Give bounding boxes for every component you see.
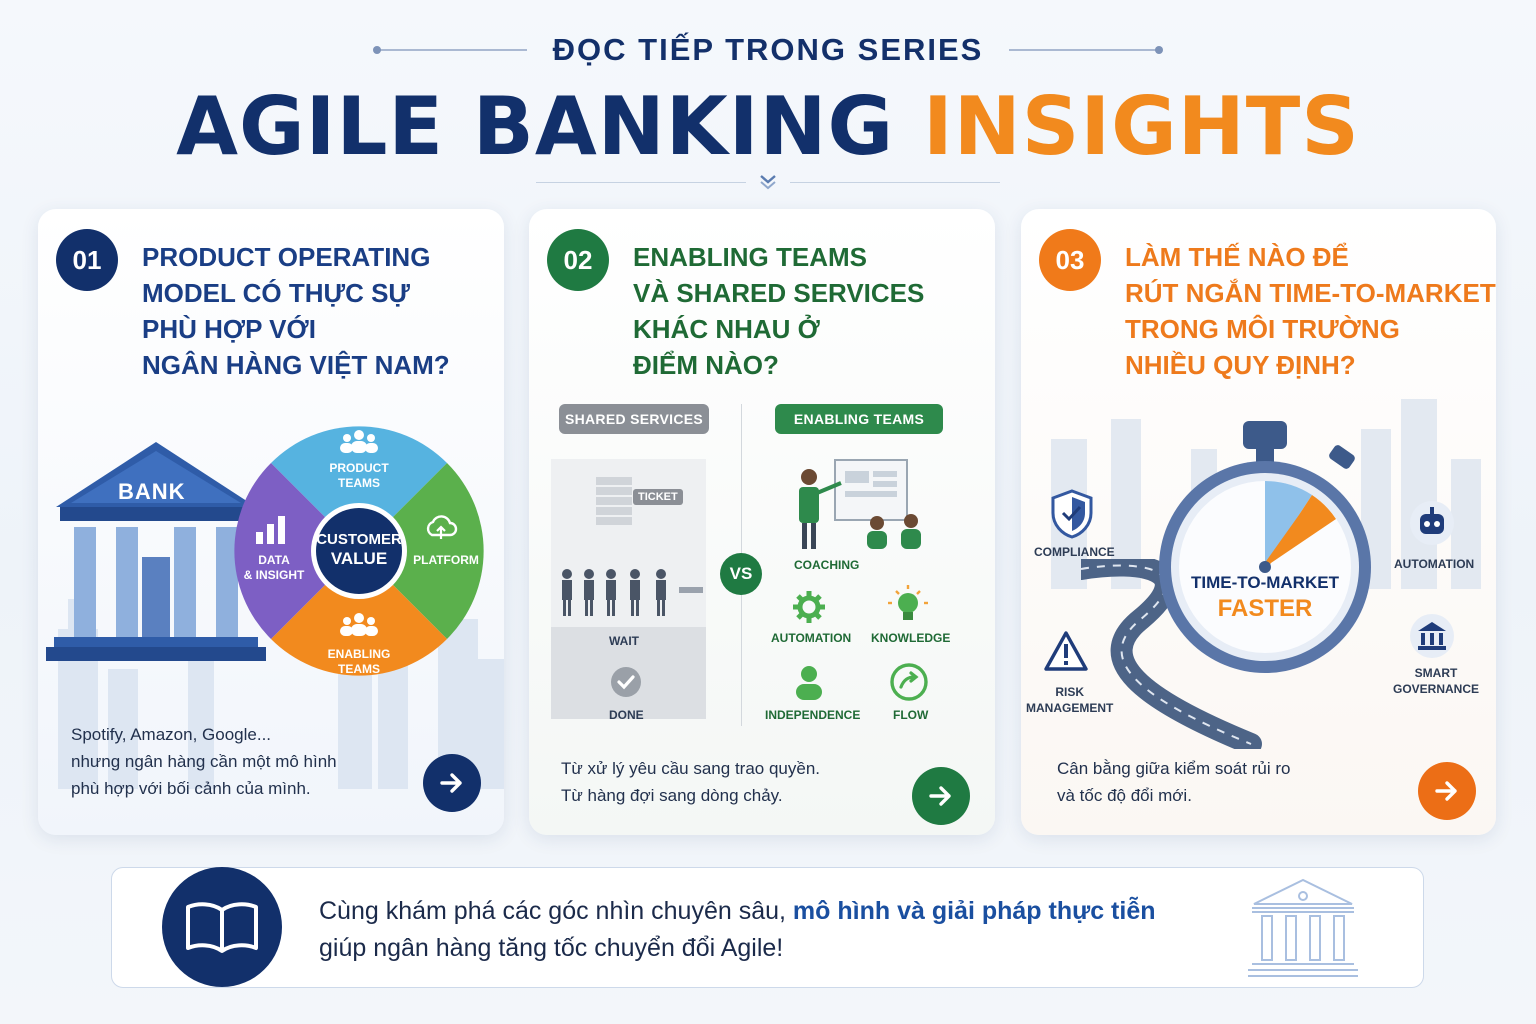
card-number-badge: 01 — [56, 229, 118, 291]
coaching-illustration — [799, 459, 921, 549]
kicker-divider-left — [372, 46, 527, 54]
enabling-teams-icon — [340, 613, 378, 636]
title-part-insights: INSIGHTS — [923, 80, 1360, 173]
page-title: AGILE BANKING INSIGHTS — [0, 80, 1536, 173]
enabling-teams-pill: ENABLING TEAMS — [775, 404, 943, 434]
card-enabling-vs-shared[interactable]: 02 ENABLING TEAMS VÀ SHARED SERVICES KHÁ… — [529, 209, 995, 835]
flow-label: FLOW — [893, 708, 929, 722]
card-title[interactable]: ENABLING TEAMS VÀ SHARED SERVICES KHÁC N… — [633, 242, 925, 380]
customer-value-center: CUSTOMER VALUE — [316, 531, 402, 568]
card-description: Từ xử lý yêu cầu sang trao quyền. Từ hàn… — [561, 759, 821, 805]
independence-label: INDEPENDENCE — [765, 708, 861, 722]
arrow-right-icon — [440, 773, 462, 793]
arrow-right-icon — [1435, 781, 1457, 801]
done-label: DONE — [609, 708, 644, 722]
risk-management-label: RISK MANAGEMENT — [1026, 685, 1114, 715]
segment-platform: PLATFORM — [413, 553, 479, 567]
automation-label: AUTOMATION — [1394, 557, 1475, 571]
coaching-label: COACHING — [794, 558, 860, 572]
banner-highlight: mô hình và giải pháp thực tiễn — [792, 897, 1156, 925]
faster-label: FASTER — [1217, 595, 1313, 622]
cloud-platform-icon — [426, 515, 458, 539]
person-icon — [796, 666, 822, 700]
card-description: Spotify, Amazon, Google... nhưng ngân hà… — [71, 725, 337, 798]
card-number-badge: 03 — [1039, 229, 1101, 291]
stopwatch-illustration — [1159, 421, 1371, 673]
flow-arrow-icon — [890, 663, 928, 701]
title-divider — [0, 172, 1536, 192]
chevron-down-icon — [760, 175, 776, 190]
vs-badge: VS — [720, 553, 762, 595]
title-part-agile-banking: AGILE BANKING — [176, 80, 895, 173]
segment-enabling-teams: ENABLING TEAMS — [327, 647, 391, 676]
card-description: Cân bằng giữa kiểm soát rủi ro và tốc độ… — [1057, 759, 1291, 805]
card-time-to-market[interactable]: 03 LÀM THẾ NÀO ĐỂ RÚT NGẮN TIME-TO-MARKE… — [1021, 209, 1496, 835]
bank-label: BANK — [118, 479, 186, 504]
open-book-icon — [186, 902, 258, 953]
series-kicker: ĐỌC TIẾP TRONG SERIES — [552, 32, 984, 67]
read-more-button[interactable] — [423, 754, 481, 812]
lightbulb-icon — [888, 585, 928, 620]
ticket-label: TICKET — [633, 489, 683, 505]
bar-chart-icon — [256, 516, 285, 544]
segment-product-teams: PRODUCT TEAMS — [329, 461, 389, 490]
kicker-divider-right — [1009, 46, 1164, 54]
warning-triangle-icon — [1044, 631, 1088, 671]
series-kicker-row: ĐỌC TIẾP TRONG SERIES — [0, 30, 1536, 70]
card-title[interactable]: PRODUCT OPERATING MODEL CÓ THỰC SỰ PHÙ H… — [142, 242, 450, 380]
bottom-banner — [111, 867, 1424, 988]
segment-data-insight: DATA & INSIGHT — [243, 553, 305, 582]
card-product-operating-model[interactable]: 01 PRODUCT OPERATING MODEL CÓ THỰC SỰ PH… — [38, 209, 504, 835]
book-badge — [162, 867, 282, 987]
arrow-right-icon — [929, 786, 951, 806]
time-to-market-label: TIME-TO-MARKET — [1191, 573, 1339, 592]
gear-icon — [793, 591, 825, 623]
checkmark-circle-icon — [611, 667, 641, 697]
wait-label: WAIT — [609, 634, 639, 648]
banner-message: Cùng khám phá các góc nhìn chuyên sâu, m… — [319, 897, 1156, 962]
read-more-button[interactable] — [912, 767, 970, 825]
card-number-badge: 02 — [547, 229, 609, 291]
bank-governance-icon — [1410, 614, 1454, 658]
road-illustration — [1081, 559, 1262, 749]
robot-automation-icon — [1410, 501, 1454, 545]
smart-governance-label: SMART GOVERNANCE — [1393, 666, 1480, 696]
shield-check-icon — [1051, 489, 1093, 539]
shared-services-pill: SHARED SERVICES — [559, 404, 709, 434]
product-teams-icon — [340, 430, 378, 453]
knowledge-label: KNOWLEDGE — [871, 631, 951, 645]
compliance-label: COMPLIANCE — [1034, 545, 1115, 559]
automation-label: AUTOMATION — [771, 631, 852, 645]
card-title[interactable]: LÀM THẾ NÀO ĐỂ RÚT NGẮN TIME-TO-MARKET T… — [1125, 242, 1496, 380]
read-more-button[interactable] — [1418, 762, 1476, 820]
bank-building-illustration — [46, 442, 266, 661]
bank-building-icon — [1248, 878, 1358, 977]
